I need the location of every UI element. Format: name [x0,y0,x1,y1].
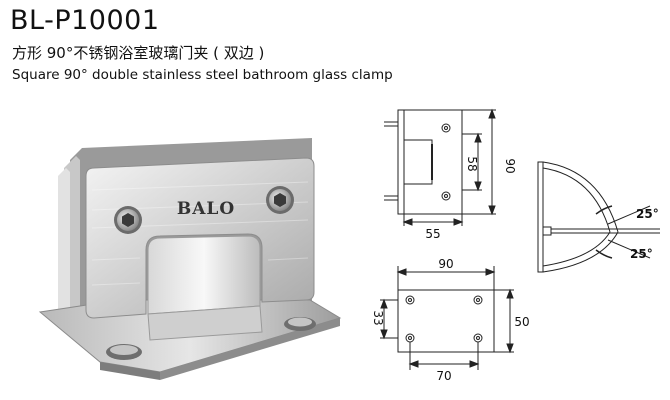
product-title-english: Square 90° double stainless steel bathro… [12,67,393,83]
dim-plate-width-holes: 70 [436,369,451,383]
hinge-block [147,235,263,341]
swing-view-drawing [537,161,660,273]
clamp-back-layers [58,138,312,322]
dim-plate-height-overall: 50 [514,315,529,329]
base-plate [38,299,342,380]
dim-side-width: 55 [425,227,440,241]
hex-screw-icon [114,206,142,234]
model-number: BL-P10001 [10,5,160,36]
angle-lower-label: 25° [630,247,653,261]
brand-logo: BALO [177,199,235,219]
dim-side-height-inner: 58 [465,156,479,171]
dim-plate-width-overall: 90 [438,257,453,271]
side-view-drawing [384,108,496,226]
dim-plate-height-holes: 33 [371,310,385,325]
product-title-chinese: 方形 90°不锈钢浴室玻璃门夹 ( 双边 ) [12,44,265,62]
dim-side-height-overall: 90 [503,158,517,173]
angle-upper-label: 25° [636,207,659,221]
hex-screw-icon [266,186,294,214]
clamp-front-face [85,157,315,319]
plate-view-drawing [380,266,514,370]
